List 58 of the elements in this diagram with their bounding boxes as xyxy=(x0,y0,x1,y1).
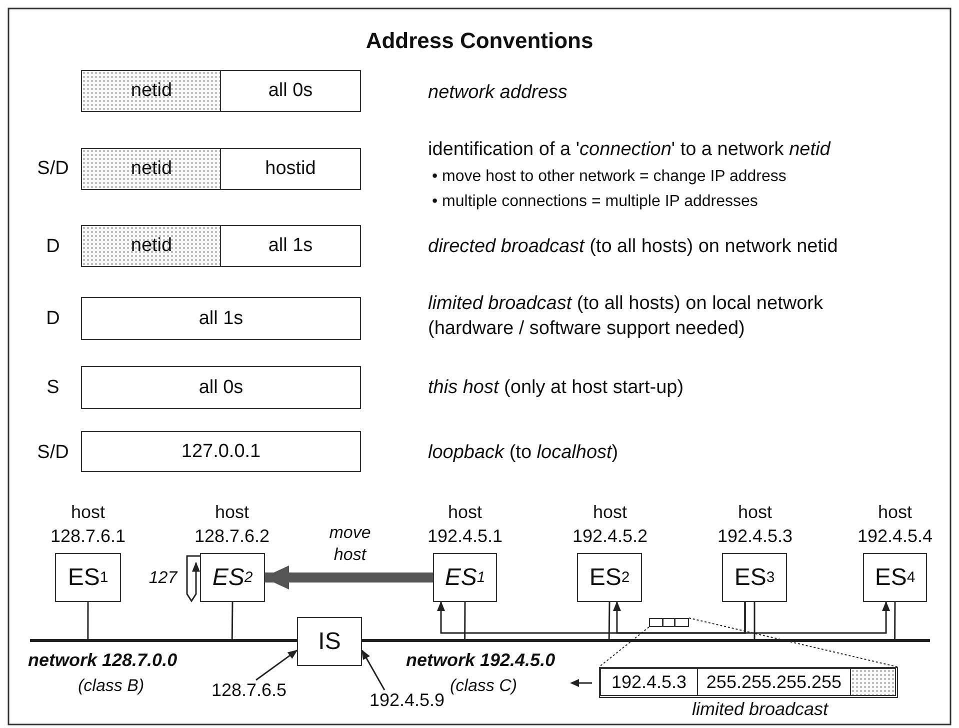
network-label: network 192.4.5.0 xyxy=(406,649,556,672)
host-label: host 192.4.5.1 xyxy=(426,501,504,548)
station-box: IS xyxy=(297,617,362,666)
description: directed broadcast (to all hosts) on network netid xyxy=(428,235,839,259)
title: Address Conventions xyxy=(364,28,594,54)
address-field: hostid xyxy=(220,148,361,190)
description: limited broadcast (to all hosts) on local network (hardware / software support needed) xyxy=(428,292,824,341)
address-field: all 0s xyxy=(220,70,361,112)
network-bus xyxy=(362,639,930,642)
address-field: netid xyxy=(81,70,222,112)
host-label: host 192.4.5.2 xyxy=(571,501,649,548)
host-label: host 128.7.6.1 xyxy=(49,501,127,548)
move-arrow xyxy=(263,566,433,590)
address-field: 127.0.0.1 xyxy=(81,431,361,472)
address-field: netid xyxy=(81,225,222,267)
host-label: host 192.4.5.3 xyxy=(716,501,794,548)
host-label: host 128.7.6.2 xyxy=(193,501,271,548)
packet-field xyxy=(850,668,896,696)
address-field: netid xyxy=(81,148,222,190)
zoom-line xyxy=(688,618,898,668)
connector-line xyxy=(754,602,756,639)
network-label: (class C) xyxy=(450,675,518,697)
direction-tag: S/D xyxy=(28,440,78,465)
connector-line xyxy=(608,602,610,639)
packet-frame xyxy=(599,667,898,698)
description: loopback (to localhost) xyxy=(428,441,620,465)
ip-address: 128.7.6.5 xyxy=(205,680,293,704)
arrow xyxy=(186,555,200,602)
description: identification of a 'connection' to a network netid xyxy=(428,138,832,162)
direction-tag: S xyxy=(28,375,78,400)
ip-address: 192.4.5.9 xyxy=(362,690,452,714)
direction-tag: S/D xyxy=(28,156,78,181)
address-field: all 0s xyxy=(81,366,361,409)
connector-line xyxy=(87,602,89,639)
description: this host (only at host start-up) xyxy=(428,376,685,400)
host-label: host 192.4.5.4 xyxy=(856,501,934,548)
address-field: all 1s xyxy=(220,225,361,267)
direction-tag: D xyxy=(28,306,78,331)
network-label: network 128.7.0.0 xyxy=(28,649,178,672)
packet-field: 255.255.255.255 xyxy=(697,668,851,696)
connector-line xyxy=(894,602,896,639)
address-field: all 1s xyxy=(81,297,361,340)
network-bus xyxy=(30,639,297,642)
packet-field: 192.4.5.3 xyxy=(600,668,698,696)
network-label: (class B) xyxy=(78,675,146,697)
arrow xyxy=(612,601,746,634)
zoom-line xyxy=(598,626,650,668)
arrow xyxy=(256,650,298,681)
packet-icon xyxy=(649,618,689,627)
packet-label: limited broadcast xyxy=(690,699,830,719)
description: • multiple connections = multiple IP addresses xyxy=(432,192,759,212)
arrow xyxy=(361,649,386,690)
connector-line xyxy=(464,602,466,639)
description: network address xyxy=(428,81,568,105)
connector-line xyxy=(231,602,234,639)
direction-tag: D xyxy=(28,234,78,259)
arrow xyxy=(744,601,890,634)
description: • move host to other network = change IP address xyxy=(432,167,788,187)
